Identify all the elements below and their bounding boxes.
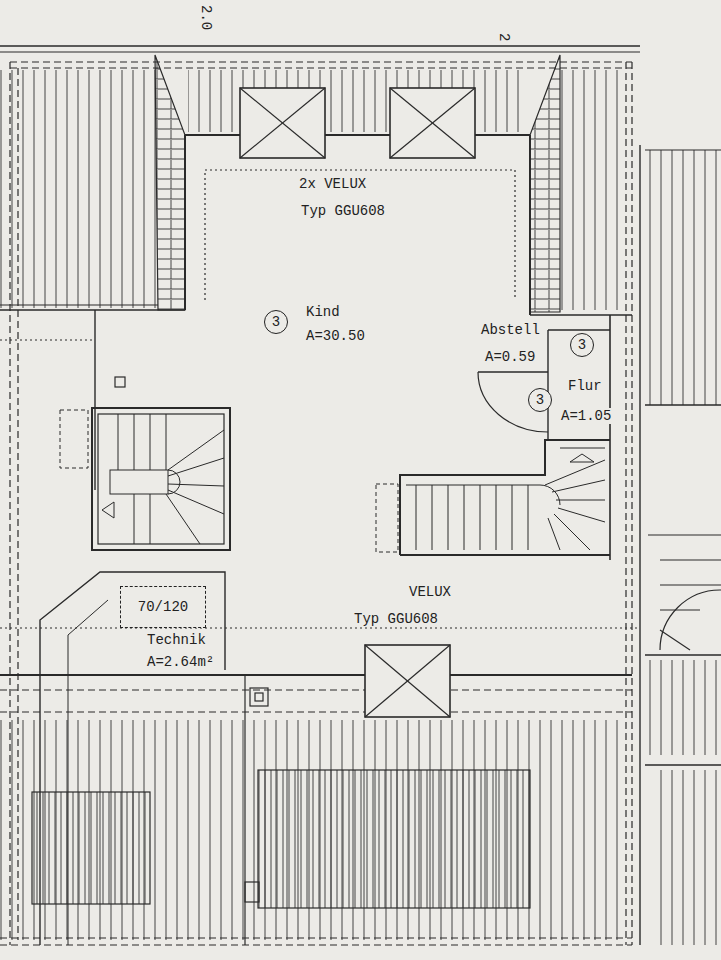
room-label: A=30.50	[305, 328, 366, 344]
callout-number: 3	[578, 337, 586, 353]
room-label: Kind	[305, 304, 341, 320]
dimension-mark: 2	[496, 32, 512, 42]
room-label: Typ GGU608	[353, 611, 439, 627]
dashed-box: 70/120	[120, 586, 206, 628]
room-label: A=2.64m²	[146, 654, 215, 670]
room-label: VELUX	[408, 584, 452, 600]
room-label: Flur	[567, 378, 603, 394]
dimension-mark: 2.0	[198, 4, 214, 31]
room-label: Technik	[146, 632, 207, 648]
room-number-circle: 3	[264, 310, 288, 334]
callout-number: 3	[536, 392, 544, 408]
room-number-circle: 3	[528, 388, 552, 412]
room-label: Typ GGU608	[300, 203, 386, 219]
room-number-circle: 3	[570, 333, 594, 357]
box-label: 70/120	[138, 599, 188, 615]
callout-number: 3	[272, 314, 280, 330]
room-label: 2x VELUX	[298, 176, 367, 192]
room-label: A=0.59	[484, 349, 536, 365]
room-label: A=1.05	[560, 408, 612, 424]
room-label: Abstell	[480, 322, 541, 338]
